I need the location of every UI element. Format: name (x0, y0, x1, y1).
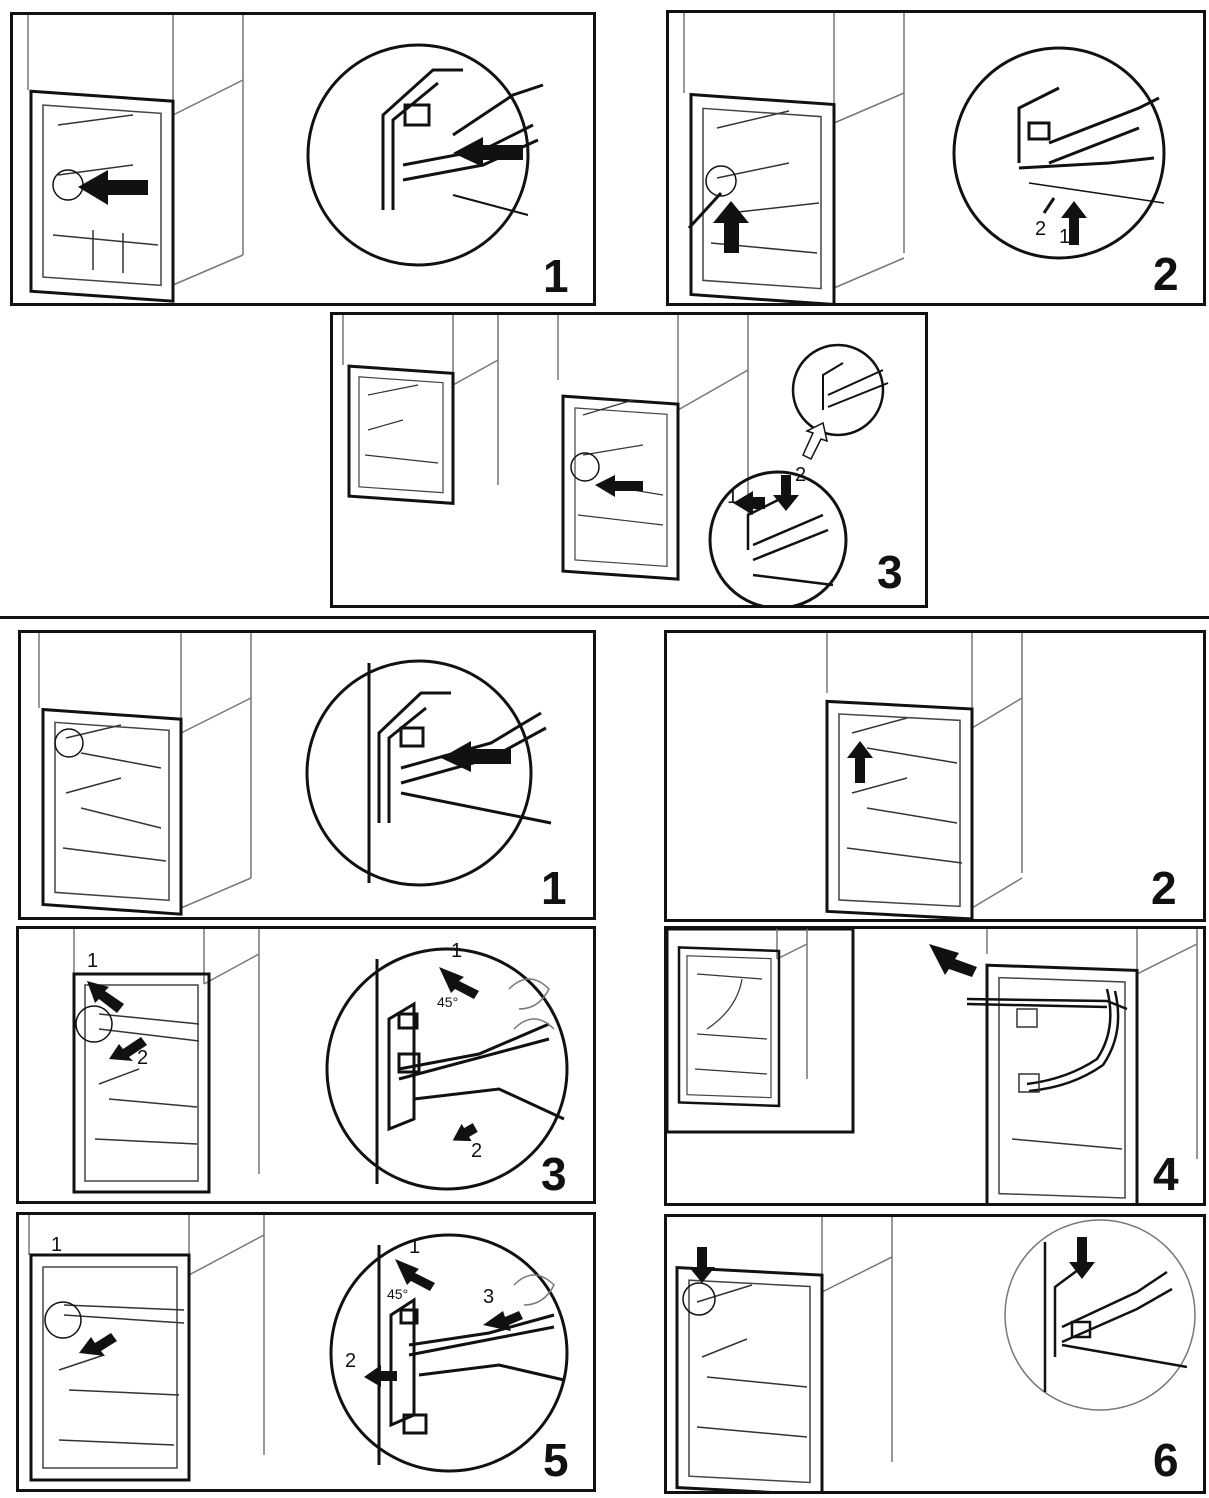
step-number: 1 (543, 250, 569, 302)
bottom-step-1-illustration (38, 633, 552, 916)
bottom-step-3-illustration: 1 2 1 45° 2 (72, 929, 569, 1194)
label-2: 2 (137, 1047, 148, 1069)
angle-label: 45° (437, 994, 458, 1010)
step-number: 5 (543, 1434, 569, 1486)
top-step-2-illustration: 2 1 (683, 13, 1166, 303)
bottom-step-6-panel: 6 (664, 1214, 1206, 1494)
bottom-step-4-illustration (667, 929, 1198, 1203)
callout-label-1: 1 (1059, 226, 1070, 248)
step-number: 3 (541, 1148, 567, 1200)
label-1: 1 (51, 1234, 62, 1256)
bottom-step-6-illustration (675, 1217, 1196, 1491)
step-number: 2 (1153, 248, 1179, 300)
bottom-step-5-illustration: 1 1 45° 2 3 (28, 1215, 569, 1482)
bottom-step-3-panel: 1 2 1 45° 2 3 (16, 926, 596, 1204)
bottom-step-1-panel: 1 (18, 630, 596, 920)
top-step-2-panel: 2 1 2 (666, 10, 1206, 306)
step-number: 2 (1151, 862, 1177, 914)
top-step-3-panel: 1 2 3 (330, 312, 928, 608)
bottom-step-5-panel: 1 1 45° 2 3 5 (16, 1212, 596, 1492)
callout-label-1: 1 (727, 486, 738, 508)
callout-label-2: 2 (795, 464, 806, 486)
angle-label: 45° (387, 1286, 408, 1302)
bottom-step-2-illustration (825, 633, 1023, 919)
callout-label-2: 2 (1035, 218, 1046, 240)
callout-label-2: 2 (471, 1140, 482, 1162)
callout-label-2: 2 (345, 1350, 356, 1372)
step-number: 6 (1153, 1434, 1179, 1486)
top-step-1-illustration (27, 15, 544, 303)
bottom-step-4-panel: 4 (664, 926, 1206, 1206)
callout-label-3: 3 (483, 1286, 494, 1308)
top-step-3-illustration: 1 2 (342, 315, 889, 605)
step-number: 4 (1153, 1148, 1179, 1200)
callout-label-1: 1 (409, 1236, 420, 1258)
step-number: 1 (541, 862, 567, 914)
top-step-1-panel: 1 (10, 12, 596, 306)
step-number: 3 (877, 546, 903, 598)
section-divider (0, 616, 1209, 619)
label-1: 1 (87, 950, 98, 972)
bottom-step-2-panel: 2 (664, 630, 1206, 922)
callout-label-1: 1 (451, 940, 462, 962)
